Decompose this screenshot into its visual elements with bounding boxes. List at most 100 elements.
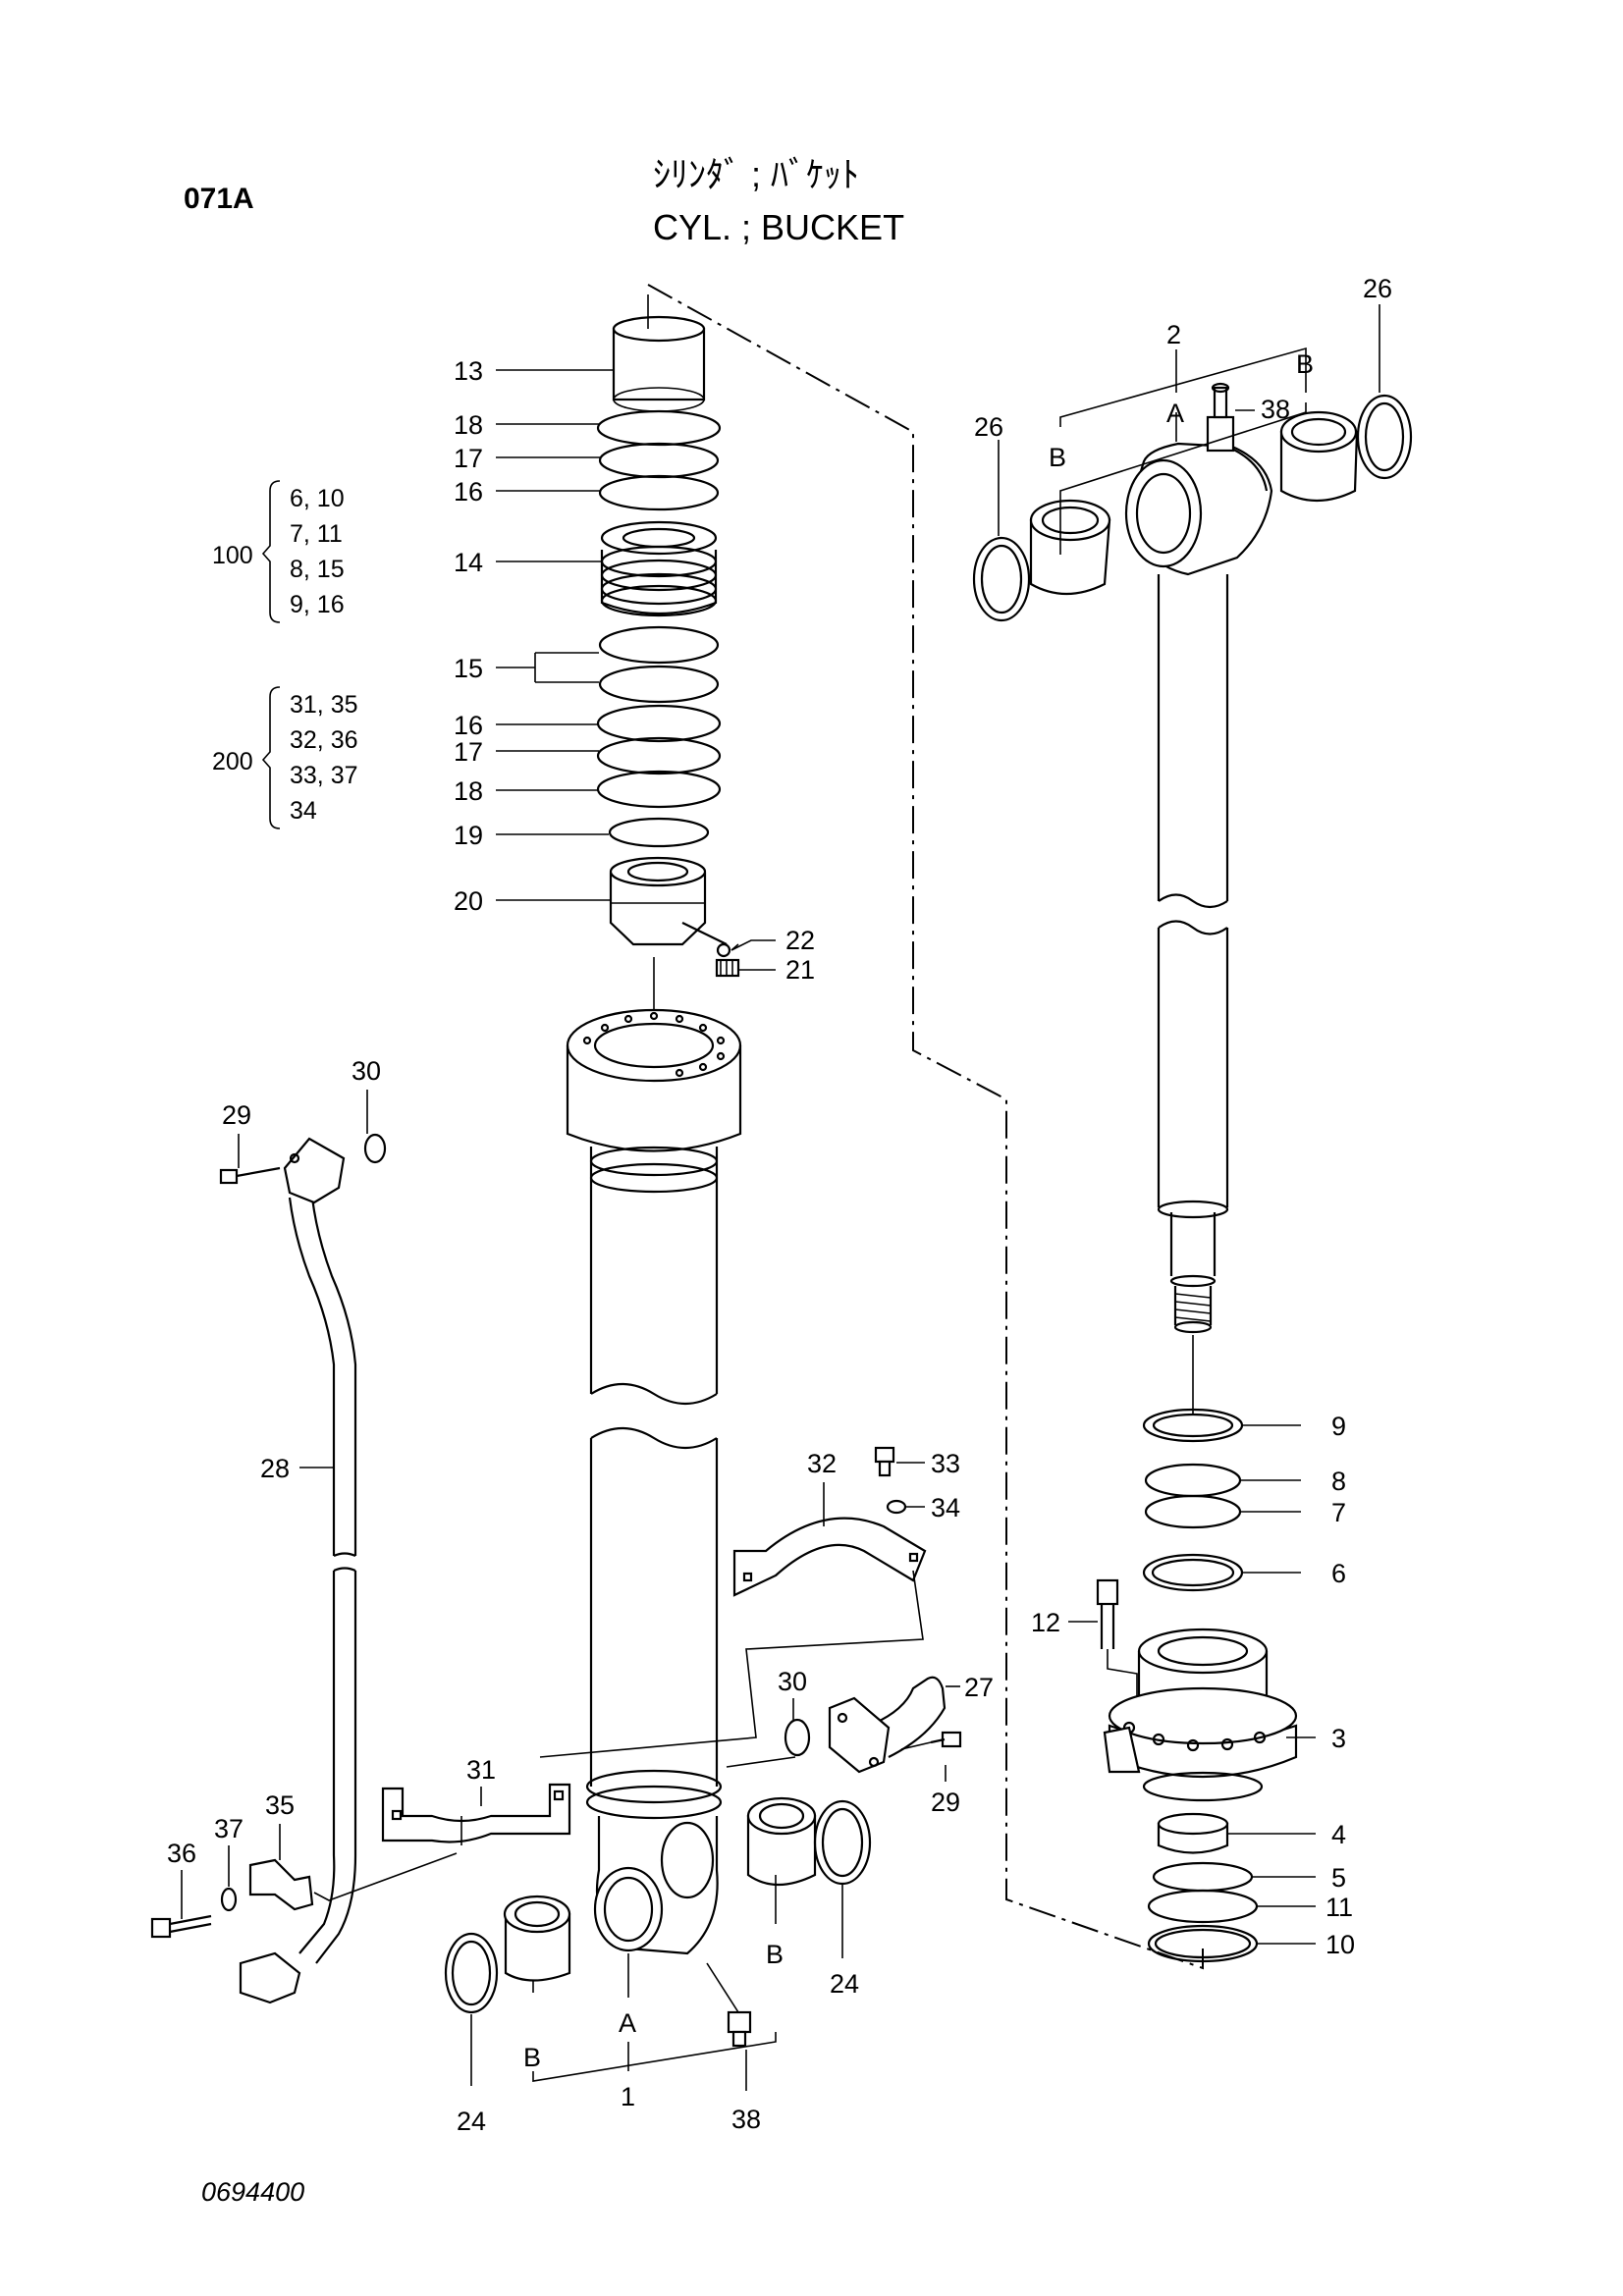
kit-member: 6, 10 [290, 485, 345, 512]
bracket-32 [732, 1517, 927, 1597]
grease-fitting-38-lower [706, 1962, 752, 2048]
callout: 17 [454, 444, 483, 473]
callout: 19 [454, 821, 483, 850]
tube-bottom-eye [593, 1816, 719, 1955]
page-code: 071A [184, 183, 254, 215]
seal-ring-18-lower [596, 770, 722, 809]
callout: 1 [621, 2082, 635, 2111]
callout: 15 [454, 654, 483, 683]
pipe-28-elbow-bottom [239, 1951, 301, 2004]
callout: 4 [1331, 1820, 1346, 1849]
callout: 20 [454, 886, 483, 916]
bushing-b-rod-right [1279, 410, 1359, 503]
callout: A [1166, 399, 1184, 428]
seal-ring-16-lower [596, 704, 722, 743]
seal-24-right [813, 1799, 872, 1886]
kit-member: 34 [290, 797, 317, 825]
wear-ring-15-b [598, 665, 720, 704]
kit-member: 8, 15 [290, 556, 345, 583]
callout: 6 [1331, 1559, 1346, 1588]
rod-eye [1124, 442, 1273, 576]
bushing-13 [612, 294, 706, 412]
grease-fitting-38-upper [1206, 382, 1235, 453]
kit-group-id: 200 [212, 748, 253, 775]
kit-group-id: 100 [212, 542, 253, 569]
callout: 5 [1331, 1863, 1346, 1893]
ring-11 [1147, 1889, 1259, 1924]
assembly-guide-line [647, 284, 1204, 1970]
ring-7 [1144, 1494, 1242, 1529]
callout: 34 [931, 1493, 960, 1522]
ring-8 [1144, 1463, 1242, 1498]
leader-lines [181, 304, 1380, 2091]
seal-ring-18-upper [596, 409, 722, 447]
ring-6 [1142, 1553, 1244, 1592]
kit-group-200: 200 31, 35 32, 36 33, 37 34 [212, 686, 358, 829]
callout: 22 [785, 926, 815, 955]
cylinder-head [566, 1008, 742, 1152]
kit-member: 31, 35 [290, 691, 358, 719]
seal-24-left [444, 1932, 499, 2014]
bushing-b-tube-right [746, 1796, 817, 1886]
bushing-b-rod-left [1029, 499, 1111, 596]
kit-member: 9, 16 [290, 591, 345, 618]
cylinder-tube-upper [589, 1146, 719, 1405]
bushing-4 [1157, 1812, 1229, 1854]
callout: 24 [457, 2107, 486, 2136]
seal-ring-17-upper [598, 442, 720, 479]
callout: 7 [1331, 1498, 1346, 1527]
kit-group-100: 100 6, 10 7, 11 8, 15 9, 16 [212, 480, 345, 623]
callout: 9 [1331, 1412, 1346, 1441]
o-ring-30-upper [363, 1133, 387, 1164]
callout: 31 [466, 1755, 496, 1785]
piston-14 [600, 520, 718, 617]
seal-26-right [1356, 394, 1413, 480]
bolt-29-upper [219, 1166, 281, 1185]
pipe-28-flange-top [283, 1137, 346, 1204]
bolt-36 [150, 1914, 212, 1939]
drawing-number: 0694400 [201, 2177, 304, 2207]
callout: 17 [454, 737, 483, 767]
callout: 18 [454, 776, 483, 806]
washer-37 [220, 1887, 238, 1912]
callout: 37 [214, 1814, 243, 1843]
callout: 36 [167, 1839, 196, 1868]
piston-rod [1157, 574, 1229, 1334]
seal-ring-17-lower [596, 736, 722, 775]
ring-9 [1142, 1408, 1244, 1443]
callout: B [766, 1940, 784, 1969]
callout: B [523, 2043, 541, 2072]
callout: 38 [1261, 395, 1290, 424]
rod-cover-3 [1103, 1628, 1298, 1802]
callout: 16 [454, 711, 483, 740]
callout: B [1049, 443, 1066, 472]
callout: 30 [778, 1667, 807, 1696]
callout: 29 [931, 1788, 960, 1817]
title-english: CYL. ; BUCKET [653, 207, 904, 247]
callout: 38 [731, 2105, 761, 2134]
cylinder-tube-lower [585, 1427, 723, 1820]
kit-member: 33, 37 [290, 762, 358, 789]
callout: 27 [964, 1673, 994, 1702]
callout: 8 [1331, 1467, 1346, 1496]
clamp-35 [248, 1858, 314, 1911]
bracket-31 [381, 1783, 571, 1845]
callout: 3 [1331, 1724, 1346, 1753]
bolt-29-lower [900, 1731, 962, 1750]
callout: 14 [454, 548, 483, 577]
washer-34 [886, 1499, 907, 1515]
kit-member: 32, 36 [290, 726, 358, 754]
callout: 10 [1325, 1930, 1355, 1959]
callout: 32 [807, 1449, 837, 1478]
nut-20 [609, 856, 728, 946]
callout: B [1296, 349, 1314, 379]
callout: A [619, 2008, 636, 2038]
callout: 26 [974, 412, 1003, 442]
callout: 29 [222, 1100, 251, 1130]
callout: 24 [830, 1969, 859, 1999]
bolt-12 [1096, 1578, 1138, 1703]
callout: 33 [931, 1449, 960, 1478]
wear-ring-15-a [598, 625, 720, 665]
callout: 30 [352, 1056, 381, 1086]
o-ring-30-lower [784, 1718, 811, 1757]
